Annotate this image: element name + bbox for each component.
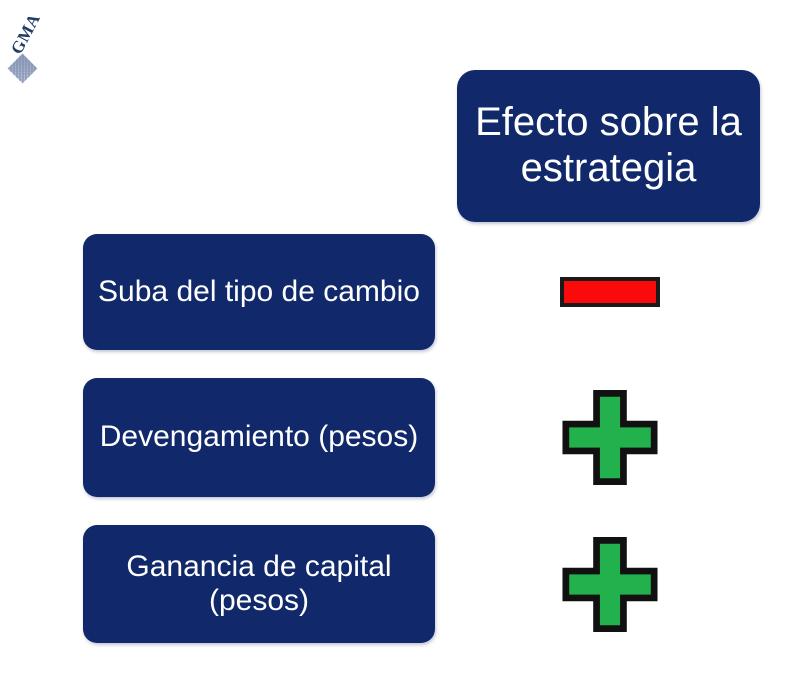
- row-effect-cell: [540, 525, 680, 643]
- row-label-box: Ganancia de capital (pesos): [83, 525, 435, 643]
- gma-logo: GMA: [4, 4, 56, 84]
- row-effect-cell: [540, 378, 680, 497]
- header-effect-box: Efecto sobre la estrategia: [457, 70, 760, 222]
- row-label-box: Suba del tipo de cambio: [83, 234, 435, 350]
- row-effect-cell: [540, 234, 680, 350]
- minus-icon: [560, 277, 660, 307]
- plus-icon: [562, 536, 658, 632]
- plus-icon: [562, 389, 658, 486]
- row-label-box: Devengamiento (pesos): [83, 378, 435, 497]
